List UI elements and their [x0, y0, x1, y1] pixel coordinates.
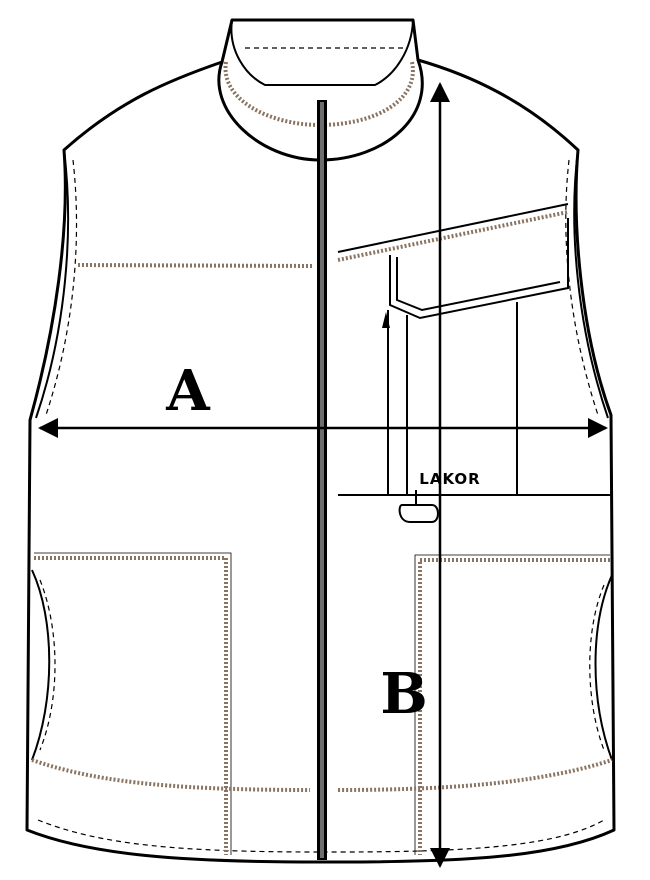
right-pocket-edge — [414, 554, 610, 855]
right-welt-stitch — [589, 584, 605, 751]
left-armhole — [35, 149, 70, 419]
left-chest-seam — [77, 263, 313, 268]
collar-inner-band — [230, 19, 414, 86]
right-hem-seam — [337, 758, 613, 792]
right-armhole — [573, 149, 609, 419]
chest-pocket-outline — [389, 218, 569, 320]
left-armhole-stitch — [45, 159, 78, 416]
brand-label: LAKOR — [419, 470, 480, 488]
right-pocket-top-seam — [418, 558, 610, 855]
right-armhole-stitch — [565, 159, 599, 416]
chest-pocket-flap-inner — [396, 257, 561, 312]
right-chest-seam — [337, 210, 569, 262]
left-pocket-edge — [34, 552, 232, 855]
right-welt-opening — [594, 574, 613, 761]
measurement-b-label: B — [380, 661, 427, 727]
collar-stitching — [223, 61, 415, 128]
right-chest-seam-line — [337, 203, 569, 253]
zipper-pull-icon — [382, 312, 390, 328]
body-outer-stitch — [37, 819, 605, 853]
left-welt-opening — [31, 569, 51, 761]
left-welt-stitch — [39, 579, 56, 751]
left-hem-seam — [31, 758, 311, 792]
left-pocket-top-seam — [34, 556, 228, 855]
measurement-a-label: A — [165, 358, 211, 424]
